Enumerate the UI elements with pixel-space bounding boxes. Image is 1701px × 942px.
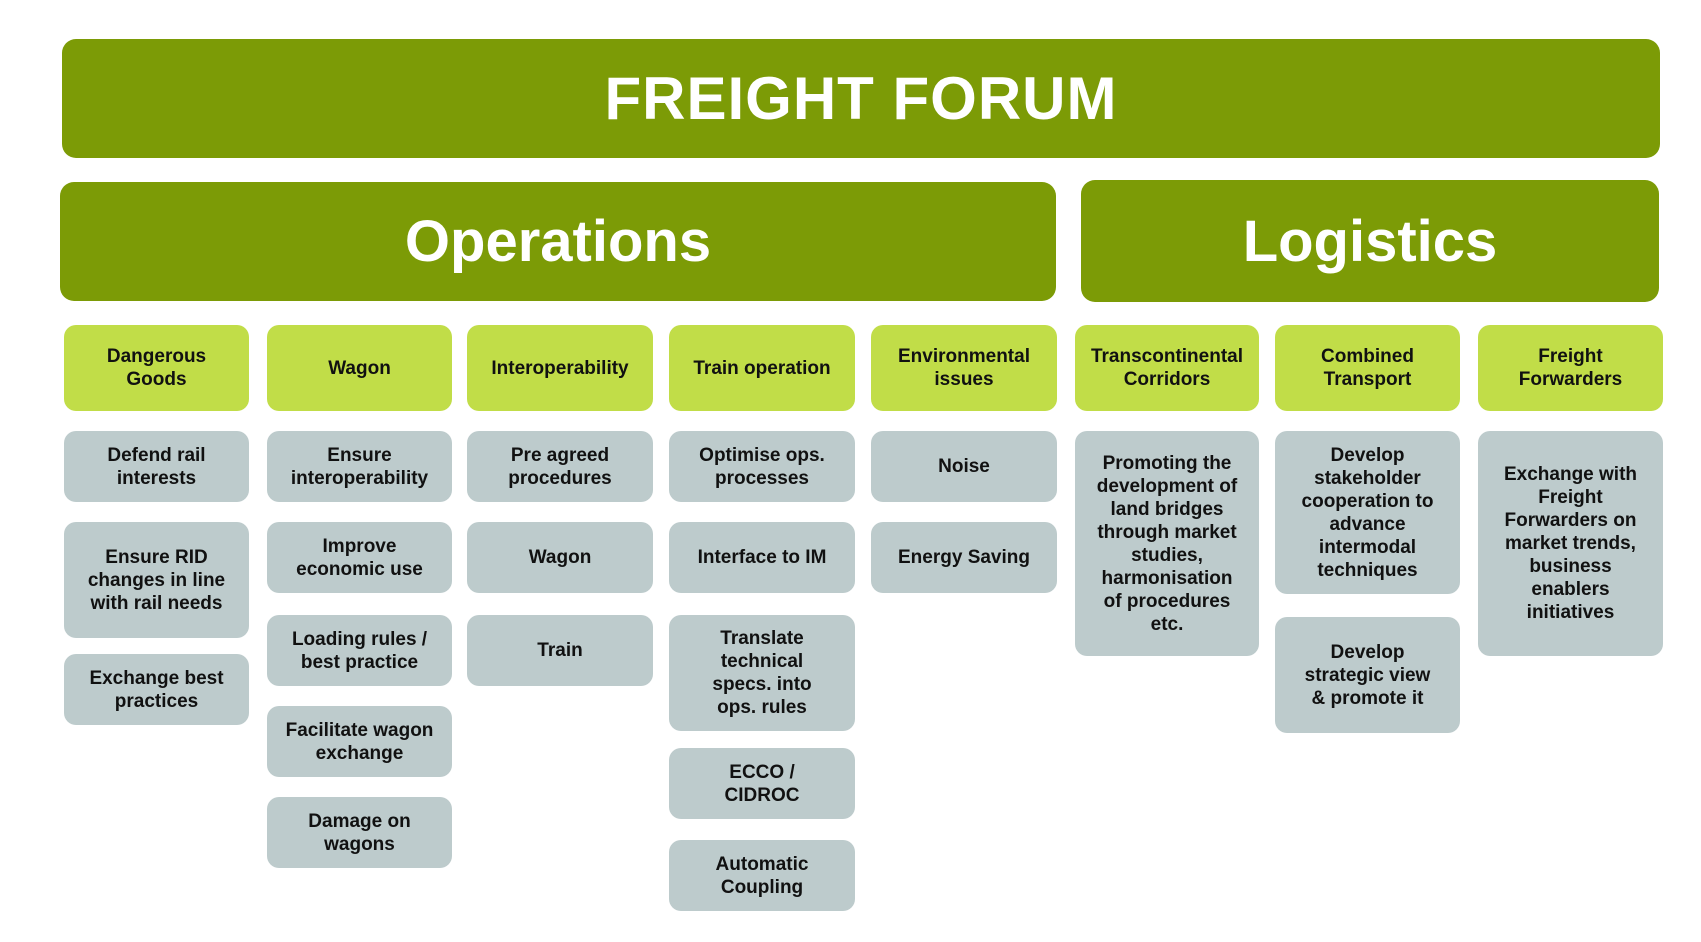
column-header-train-operation: Train operation [669,325,855,411]
topic-box-interface-to-im: Interface to IM [669,522,855,593]
topic-box-ecco-cidroc: ECCO /CIDROC [669,748,855,819]
operations-group-header: Operations [60,182,1056,301]
topic-box-train: Train [467,615,653,686]
column-header-interoperability: Interoperability [467,325,653,411]
topic-box-optimise-ops-processes: Optimise ops.processes [669,431,855,502]
logistics-group-header: Logistics [1081,180,1659,302]
topic-box-noise: Noise [871,431,1057,502]
column-header-wagon: Wagon [267,325,452,411]
topic-box-energy-saving: Energy Saving [871,522,1057,593]
freight-forum-title: FREIGHT FORUM [62,39,1660,158]
topic-box-loading-rules-best-practice: Loading rules /best practice [267,615,452,686]
topic-box-wagon: Wagon [467,522,653,593]
